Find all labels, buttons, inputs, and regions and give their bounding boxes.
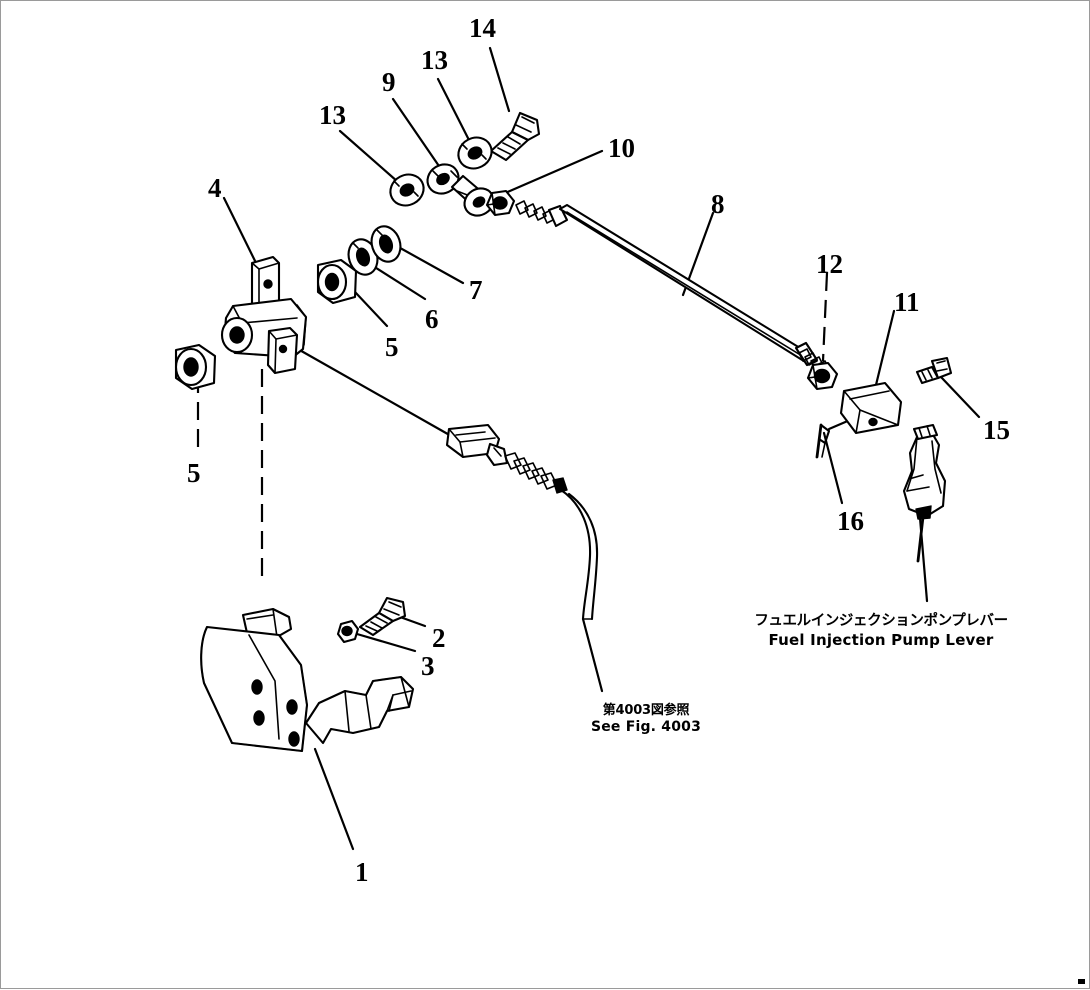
- part-7-washer: [370, 225, 402, 263]
- callout-1[interactable]: 1: [355, 857, 369, 887]
- part-12-nut: [806, 361, 839, 391]
- control-cable-assembly: [445, 423, 599, 621]
- part-10-nut: [485, 189, 516, 217]
- part-2-bolt: [358, 596, 407, 637]
- callout-8[interactable]: 8: [711, 189, 725, 219]
- callout-3[interactable]: 3: [421, 651, 435, 681]
- callout-16[interactable]: 16: [837, 506, 864, 536]
- fuel-injection-pump-lever: [902, 423, 947, 563]
- part-6-washer: [347, 238, 379, 276]
- part-13-washer-left: [389, 173, 425, 207]
- part-13-washer-upper: [457, 136, 493, 170]
- callout-15[interactable]: 15: [983, 415, 1010, 445]
- part-16-spring-pin: [815, 423, 831, 459]
- callout-9[interactable]: 9: [382, 67, 396, 97]
- callout-14[interactable]: 14: [469, 13, 496, 43]
- callout-5-right[interactable]: 5: [385, 332, 399, 362]
- callout-4[interactable]: 4: [208, 173, 222, 203]
- callout-7[interactable]: 7: [469, 275, 483, 305]
- part-5-bushing-left: [174, 343, 217, 391]
- part-5-bushing-right: [316, 258, 358, 305]
- part-8-control-rod: [515, 200, 830, 374]
- part-1-bracket: [200, 607, 415, 753]
- part-3-washer: [336, 619, 360, 644]
- callout-2[interactable]: 2: [432, 623, 446, 653]
- callout-11[interactable]: 11: [894, 287, 920, 317]
- callout-13-left[interactable]: 13: [319, 100, 346, 130]
- fuel-injection-pump-lever-label: フュエルインジェクションポンプレバー Fuel Injection Pump L…: [754, 613, 1008, 649]
- part-4-pivot-arm: [220, 255, 308, 375]
- callout-6[interactable]: 6: [425, 304, 439, 334]
- callout-10[interactable]: 10: [608, 133, 635, 163]
- part-11-clamp-block: [839, 381, 903, 435]
- part-9-yoke-clevis: [426, 163, 495, 217]
- fuel-pump-lever-label-en: Fuel Injection Pump Lever: [768, 630, 994, 649]
- leader-lines: [196, 46, 981, 851]
- see-figure-label-jp: 第4003図参照: [602, 703, 690, 718]
- part-14-bolt: [489, 111, 541, 162]
- callout-5-left[interactable]: 5: [187, 458, 201, 488]
- see-figure-reference-label: 第4003図参照 See Fig. 4003: [591, 703, 701, 736]
- fuel-pump-lever-label-jp: フュエルインジェクションポンプレバー: [754, 613, 1008, 629]
- callout-12[interactable]: 12: [816, 249, 843, 279]
- callout-13-upper[interactable]: 13: [421, 45, 448, 75]
- part-15-bolt: [915, 356, 953, 385]
- see-figure-label-en: See Fig. 4003: [590, 718, 702, 735]
